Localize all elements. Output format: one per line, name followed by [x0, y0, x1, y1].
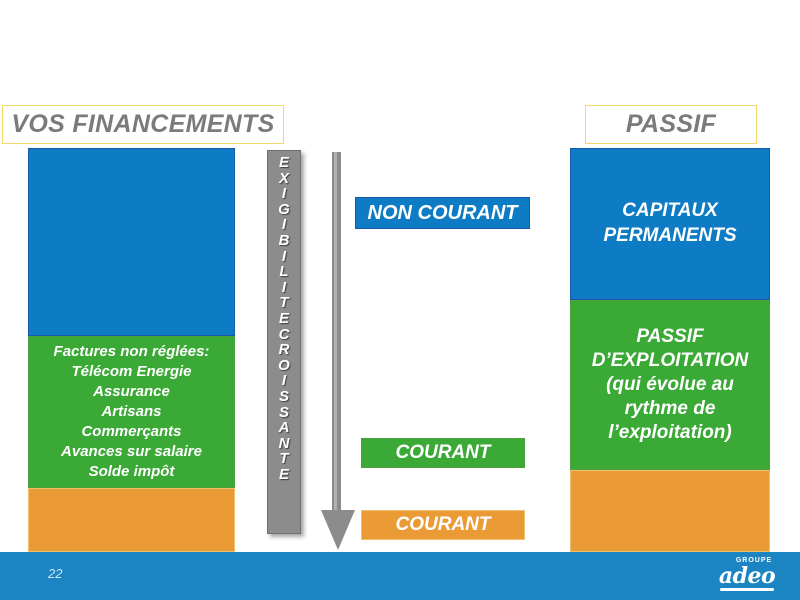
exig-letter-0: E [278, 154, 289, 171]
exig-letter-10: E [278, 309, 289, 327]
exig-letter-5: B [278, 231, 290, 249]
left-green-line-3: Artisans [101, 403, 162, 421]
exig-letter-12: C [278, 325, 290, 343]
left-green-line-1: Télécom Energie [71, 363, 192, 381]
logo-adeo-text: adeo [718, 563, 776, 589]
exig-letter-15: I [281, 372, 287, 390]
right-bar-column: CAPITAUX PERMANENTS PASSIF D’EXPLOITATIO… [570, 148, 770, 552]
left-green-line-0: Factures non réglées: [53, 343, 210, 361]
label-courant-green-text: COURANT [395, 442, 491, 463]
right-green-line-4: l’exploitation) [608, 421, 732, 443]
left-green-line-2: Assurance [93, 383, 170, 401]
left-green-line-4: Commerçants [81, 422, 182, 440]
label-non-courant: NON COURANT [355, 197, 530, 229]
right-green-line-0: PASSIF [636, 326, 704, 348]
exig-letter-18: A [278, 419, 290, 437]
exig-letter-1: X [278, 169, 289, 187]
right-green-text-block: PASSIF D’EXPLOITATION (qui évolue au ryt… [592, 325, 749, 445]
right-blue-line-0: CAPITAUX [622, 200, 718, 222]
left-green-line-5: Avances sur salaire [61, 442, 202, 460]
logo-underline [720, 588, 774, 591]
groupe-adeo-logo: GROUPE adeo [708, 556, 786, 598]
right-segment-blue: CAPITAUX PERMANENTS [570, 148, 770, 300]
exigibility-bar: E X I G I B I L I T E C R O I S S A N T … [267, 150, 301, 534]
logo-groupe-text: GROUPE [735, 557, 773, 564]
right-segment-green: PASSIF D’EXPLOITATION (qui évolue au ryt… [570, 300, 770, 470]
exig-letter-8: I [281, 278, 287, 296]
label-courant-green: COURANT [361, 438, 525, 468]
left-segment-blue [28, 148, 235, 336]
right-green-line-2: (qui évolue au [606, 374, 734, 396]
title-box-left: VOS FINANCEMENTS [2, 105, 284, 144]
title-right-text: PASSIF [625, 110, 717, 138]
exig-letter-16: S [278, 387, 289, 405]
right-blue-text-block: CAPITAUX PERMANENTS [603, 199, 736, 248]
left-green-line-6: Solde impôt [88, 462, 175, 480]
exig-letter-17: S [278, 403, 289, 421]
title-left-text: VOS FINANCEMENTS [11, 110, 275, 138]
left-segment-green: Factures non réglées: Télécom Energie As… [28, 336, 235, 488]
label-non-courant-text: NON COURANT [367, 201, 518, 224]
exig-letter-21: E [278, 465, 289, 483]
exig-letter-4: I [281, 216, 287, 234]
label-courant-orange-text: COURANT [395, 514, 491, 535]
slide-footer: 22 GROUPE adeo [0, 552, 800, 600]
exig-letter-20: T [279, 450, 289, 468]
down-arrow-icon [321, 152, 355, 550]
exig-letter-13: R [278, 341, 290, 359]
exig-letter-6: I [281, 247, 287, 265]
right-green-line-3: rythme de [624, 397, 716, 419]
exig-letter-19: N [278, 434, 290, 452]
exig-letter-7: L [279, 263, 289, 281]
left-bar-column: Factures non réglées: Télécom Energie As… [28, 148, 235, 552]
right-green-line-1: D’EXPLOITATION [591, 350, 749, 372]
left-segment-orange [28, 488, 235, 552]
exig-letter-14: O [278, 356, 290, 374]
title-box-right: PASSIF [585, 105, 757, 144]
exig-letter-3: G [278, 200, 290, 218]
left-green-text-block: Factures non réglées: Télécom Energie As… [54, 342, 210, 482]
right-segment-orange [570, 470, 770, 552]
exig-letter-2: I [281, 185, 287, 203]
page-number: 22 [48, 566, 63, 581]
exig-letter-9: T [279, 294, 289, 312]
label-courant-orange: COURANT [361, 510, 525, 540]
right-blue-line-1: PERMANENTS [603, 225, 737, 246]
